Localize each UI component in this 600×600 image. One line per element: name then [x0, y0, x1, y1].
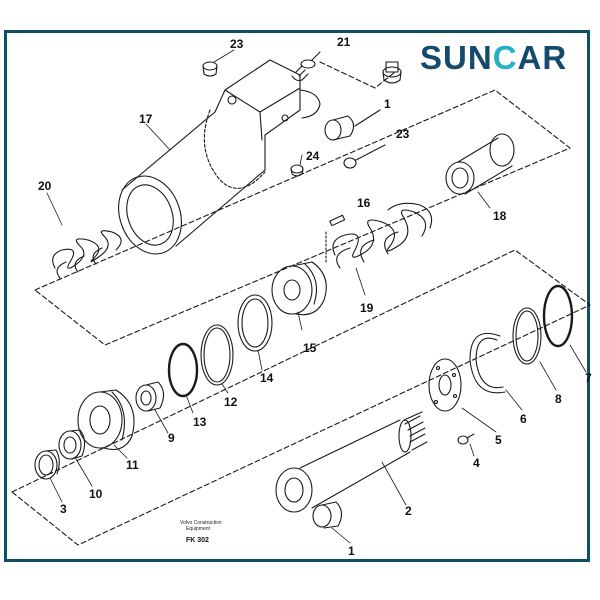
- part-8-backup-ring: [512, 307, 542, 365]
- callout-1-lower: 1: [348, 544, 355, 558]
- part-2-piston-rod: [275, 411, 428, 513]
- part-10-wiper-seal: [58, 429, 86, 460]
- part-16-pin: [325, 214, 346, 263]
- callout-2: 2: [405, 504, 412, 518]
- caption-manufacturer-line2: Equipment: [186, 526, 210, 532]
- logo-text-sun: SUN: [420, 39, 493, 76]
- callout-12: 12: [224, 395, 238, 409]
- part-4-screw: [457, 433, 475, 445]
- part-3-wiper-ring: [34, 449, 60, 480]
- callout-24: 24: [306, 149, 320, 163]
- callout-21: 21: [337, 35, 351, 49]
- dashed-boundary-top: [319, 61, 396, 89]
- callout-4: 4: [473, 456, 480, 470]
- part-21-fitting: [291, 51, 321, 82]
- logo-text-c: C: [492, 39, 518, 76]
- callout-19: 19: [360, 301, 374, 315]
- callout-20: 20: [38, 179, 52, 193]
- callout-6: 6: [520, 412, 527, 426]
- callout-17: 17: [139, 112, 153, 126]
- part-7-o-ring: [542, 284, 574, 348]
- part-11-cylinder-head: [77, 389, 135, 451]
- callout-5: 5: [495, 433, 502, 447]
- callout-1-upper: 1: [384, 97, 391, 111]
- callout-3: 3: [60, 502, 67, 516]
- part-1-bushing-upper: [324, 109, 381, 141]
- dashed-boundary-upper: [34, 89, 571, 346]
- caption-manufacturer: Volvo Construction: [180, 520, 222, 526]
- part-9-bushing: [135, 381, 165, 412]
- callout-16: 16: [357, 196, 371, 210]
- callout-7: 7: [585, 371, 592, 385]
- part-17-cylinder-barrel: [118, 59, 321, 255]
- drawing-frame: [4, 30, 590, 562]
- callout-9: 9: [168, 431, 175, 445]
- dashed-boundary-lower: [11, 249, 591, 546]
- part-1-bushing-lower: [312, 501, 343, 529]
- plug-top-right: [382, 61, 402, 84]
- suncar-logo: SUN C AR: [420, 38, 567, 78]
- part-15-piston: [271, 261, 327, 316]
- part-5-flange-plate: [428, 358, 462, 412]
- callout-15: 15: [303, 341, 317, 355]
- logo-text-ar: AR: [517, 39, 568, 76]
- part-14-seal-ring: [237, 294, 273, 352]
- part-23-screw-lower: [343, 144, 386, 169]
- part-23-screw-top: [202, 61, 218, 77]
- part-6-snap-ring: [469, 332, 506, 394]
- callout-23-lower: 23: [396, 127, 410, 141]
- part-19-spring: [332, 202, 433, 269]
- caption-fk-code: FK 302: [186, 537, 209, 544]
- leader-lines: [46, 49, 587, 544]
- callout-13: 13: [193, 415, 207, 429]
- callout-11: 11: [126, 458, 139, 472]
- callout-8: 8: [555, 392, 562, 406]
- part-24-nipple: [290, 164, 304, 177]
- part-13-o-ring: [167, 342, 199, 398]
- callout-18: 18: [493, 209, 507, 223]
- callout-10: 10: [89, 487, 103, 501]
- part-18-sleeve: [445, 133, 515, 195]
- callout-14: 14: [260, 371, 274, 385]
- callout-23-top: 23: [230, 37, 244, 51]
- part-20-spring: [52, 230, 122, 279]
- part-12-backup-ring: [200, 324, 234, 386]
